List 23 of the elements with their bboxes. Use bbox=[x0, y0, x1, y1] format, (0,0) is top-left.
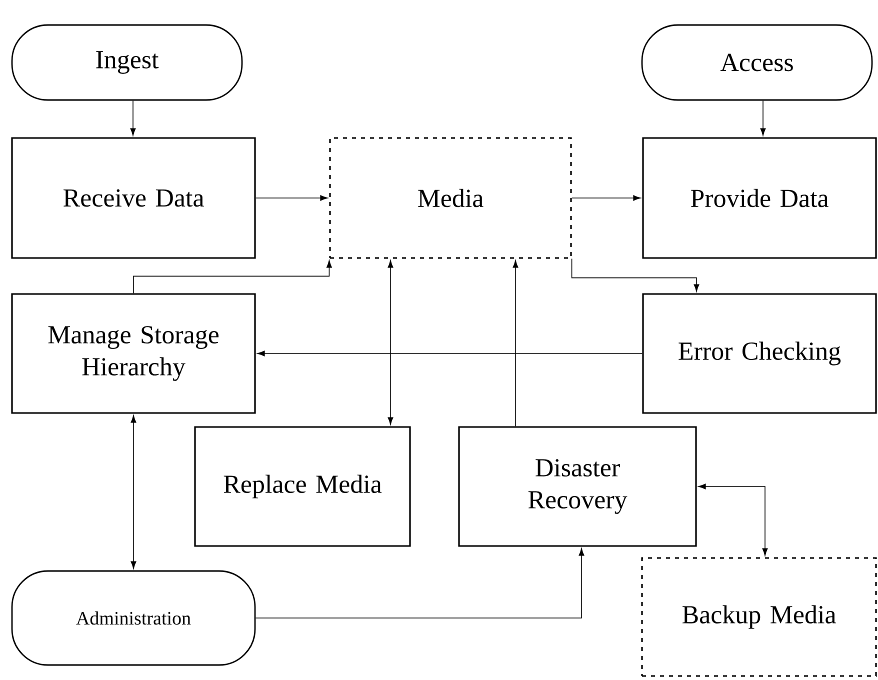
arrow bbox=[388, 260, 394, 425]
arrow bbox=[257, 350, 643, 356]
dotted-box: Media bbox=[329, 137, 572, 259]
rounded-terminal: Administration bbox=[11, 570, 256, 666]
arrow bbox=[130, 100, 136, 136]
arrow bbox=[571, 195, 641, 201]
arrow bbox=[760, 100, 766, 136]
process-box: Replace Media bbox=[194, 426, 411, 547]
arrow bbox=[255, 195, 328, 201]
process-box: Provide Data bbox=[642, 137, 877, 259]
arrow bbox=[130, 415, 136, 569]
arrow bbox=[698, 484, 768, 556]
process-box: Receive Data bbox=[11, 137, 256, 259]
arrow bbox=[133, 260, 332, 294]
arrow bbox=[512, 260, 518, 427]
process-box: Error Checking bbox=[642, 293, 877, 414]
arrow bbox=[255, 548, 584, 618]
arrow bbox=[571, 258, 700, 292]
dotted-box: Backup Media bbox=[641, 557, 877, 677]
process-box: Manage Storage Hierarchy bbox=[11, 293, 256, 414]
rounded-terminal: Ingest bbox=[11, 24, 243, 101]
process-box: Disaster Recovery bbox=[458, 426, 697, 547]
rounded-terminal: Access bbox=[641, 24, 873, 101]
